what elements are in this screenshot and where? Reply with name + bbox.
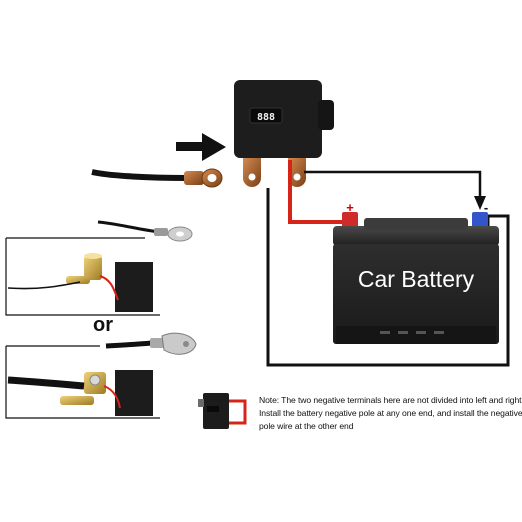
install-option-2 (5, 332, 197, 419)
installation-note: Note: The two negative terminals here ar… (259, 394, 522, 433)
positive-symbol: + (346, 200, 354, 215)
jumper-module (198, 393, 247, 429)
battery-label: Car Battery (358, 266, 475, 292)
disconnect-module: 888 (234, 80, 334, 187)
module-terminal-left (243, 158, 261, 187)
module-display-text: 888 (257, 112, 275, 123)
install-option-1 (5, 220, 193, 316)
note-line: Install the battery negative pole at any… (259, 408, 522, 418)
alternative-label: or (93, 314, 113, 336)
pointer-arrow (176, 133, 226, 161)
battery-positive-terminal (342, 212, 358, 230)
car-battery: + - Car Battery (333, 200, 499, 344)
note-line: Note: The two negative terminals here ar… (259, 395, 522, 405)
negative-lead-cable (91, 168, 223, 188)
note-line: pole wire at the other end (259, 421, 354, 431)
battery-negative-terminal (472, 212, 488, 230)
module-terminal-right (288, 158, 306, 187)
negative-symbol: - (484, 200, 488, 215)
